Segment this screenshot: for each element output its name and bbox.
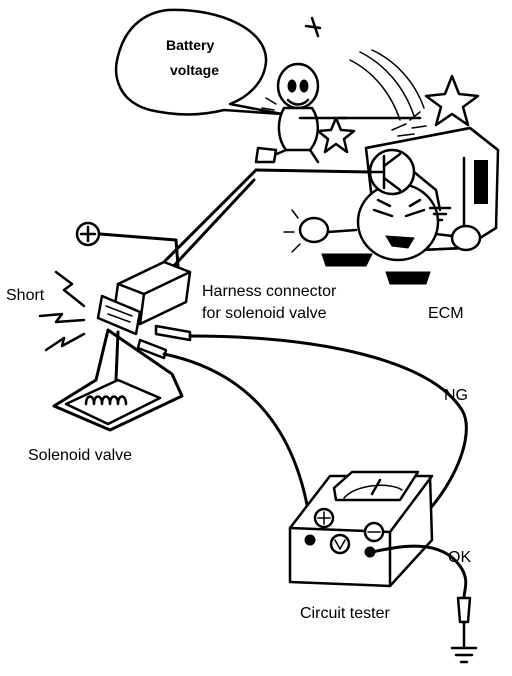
bubble-text-line2: voltage [170,62,219,78]
harness-label-line2: for solenoid valve [202,305,327,322]
tester-jack-plus [304,534,316,546]
tester-v-jack [329,533,351,555]
plus-circle-icon [75,221,101,247]
harness-connector [96,260,192,336]
circuit-tester-label: Circuit tester [300,605,390,622]
solenoid-valve [52,328,184,432]
solenoid-valve-label: Solenoid valve [28,447,132,464]
short-label: Short [6,287,45,304]
ecm-label: ECM [428,305,464,322]
ng-label: NG [444,387,468,404]
transistor-symbol [368,148,452,222]
circuit-tester [288,470,434,588]
spark-stars [316,49,480,154]
tester-plus-icon [313,507,335,529]
harness-label-line1: Harness connector [202,283,337,300]
test-probes [136,324,468,550]
harness-wires [98,168,372,272]
ok-ground-lead [370,544,472,650]
ok-label: OK [448,549,471,566]
tester-minus-icon [363,521,385,543]
cartoon-figure-small [254,16,422,164]
ecm-unit [283,126,500,285]
short-sparks [38,270,86,352]
bubble-text-line1: Battery [166,37,214,53]
ground-icon [450,646,478,664]
speech-bubble: Battery voltage [114,8,284,116]
